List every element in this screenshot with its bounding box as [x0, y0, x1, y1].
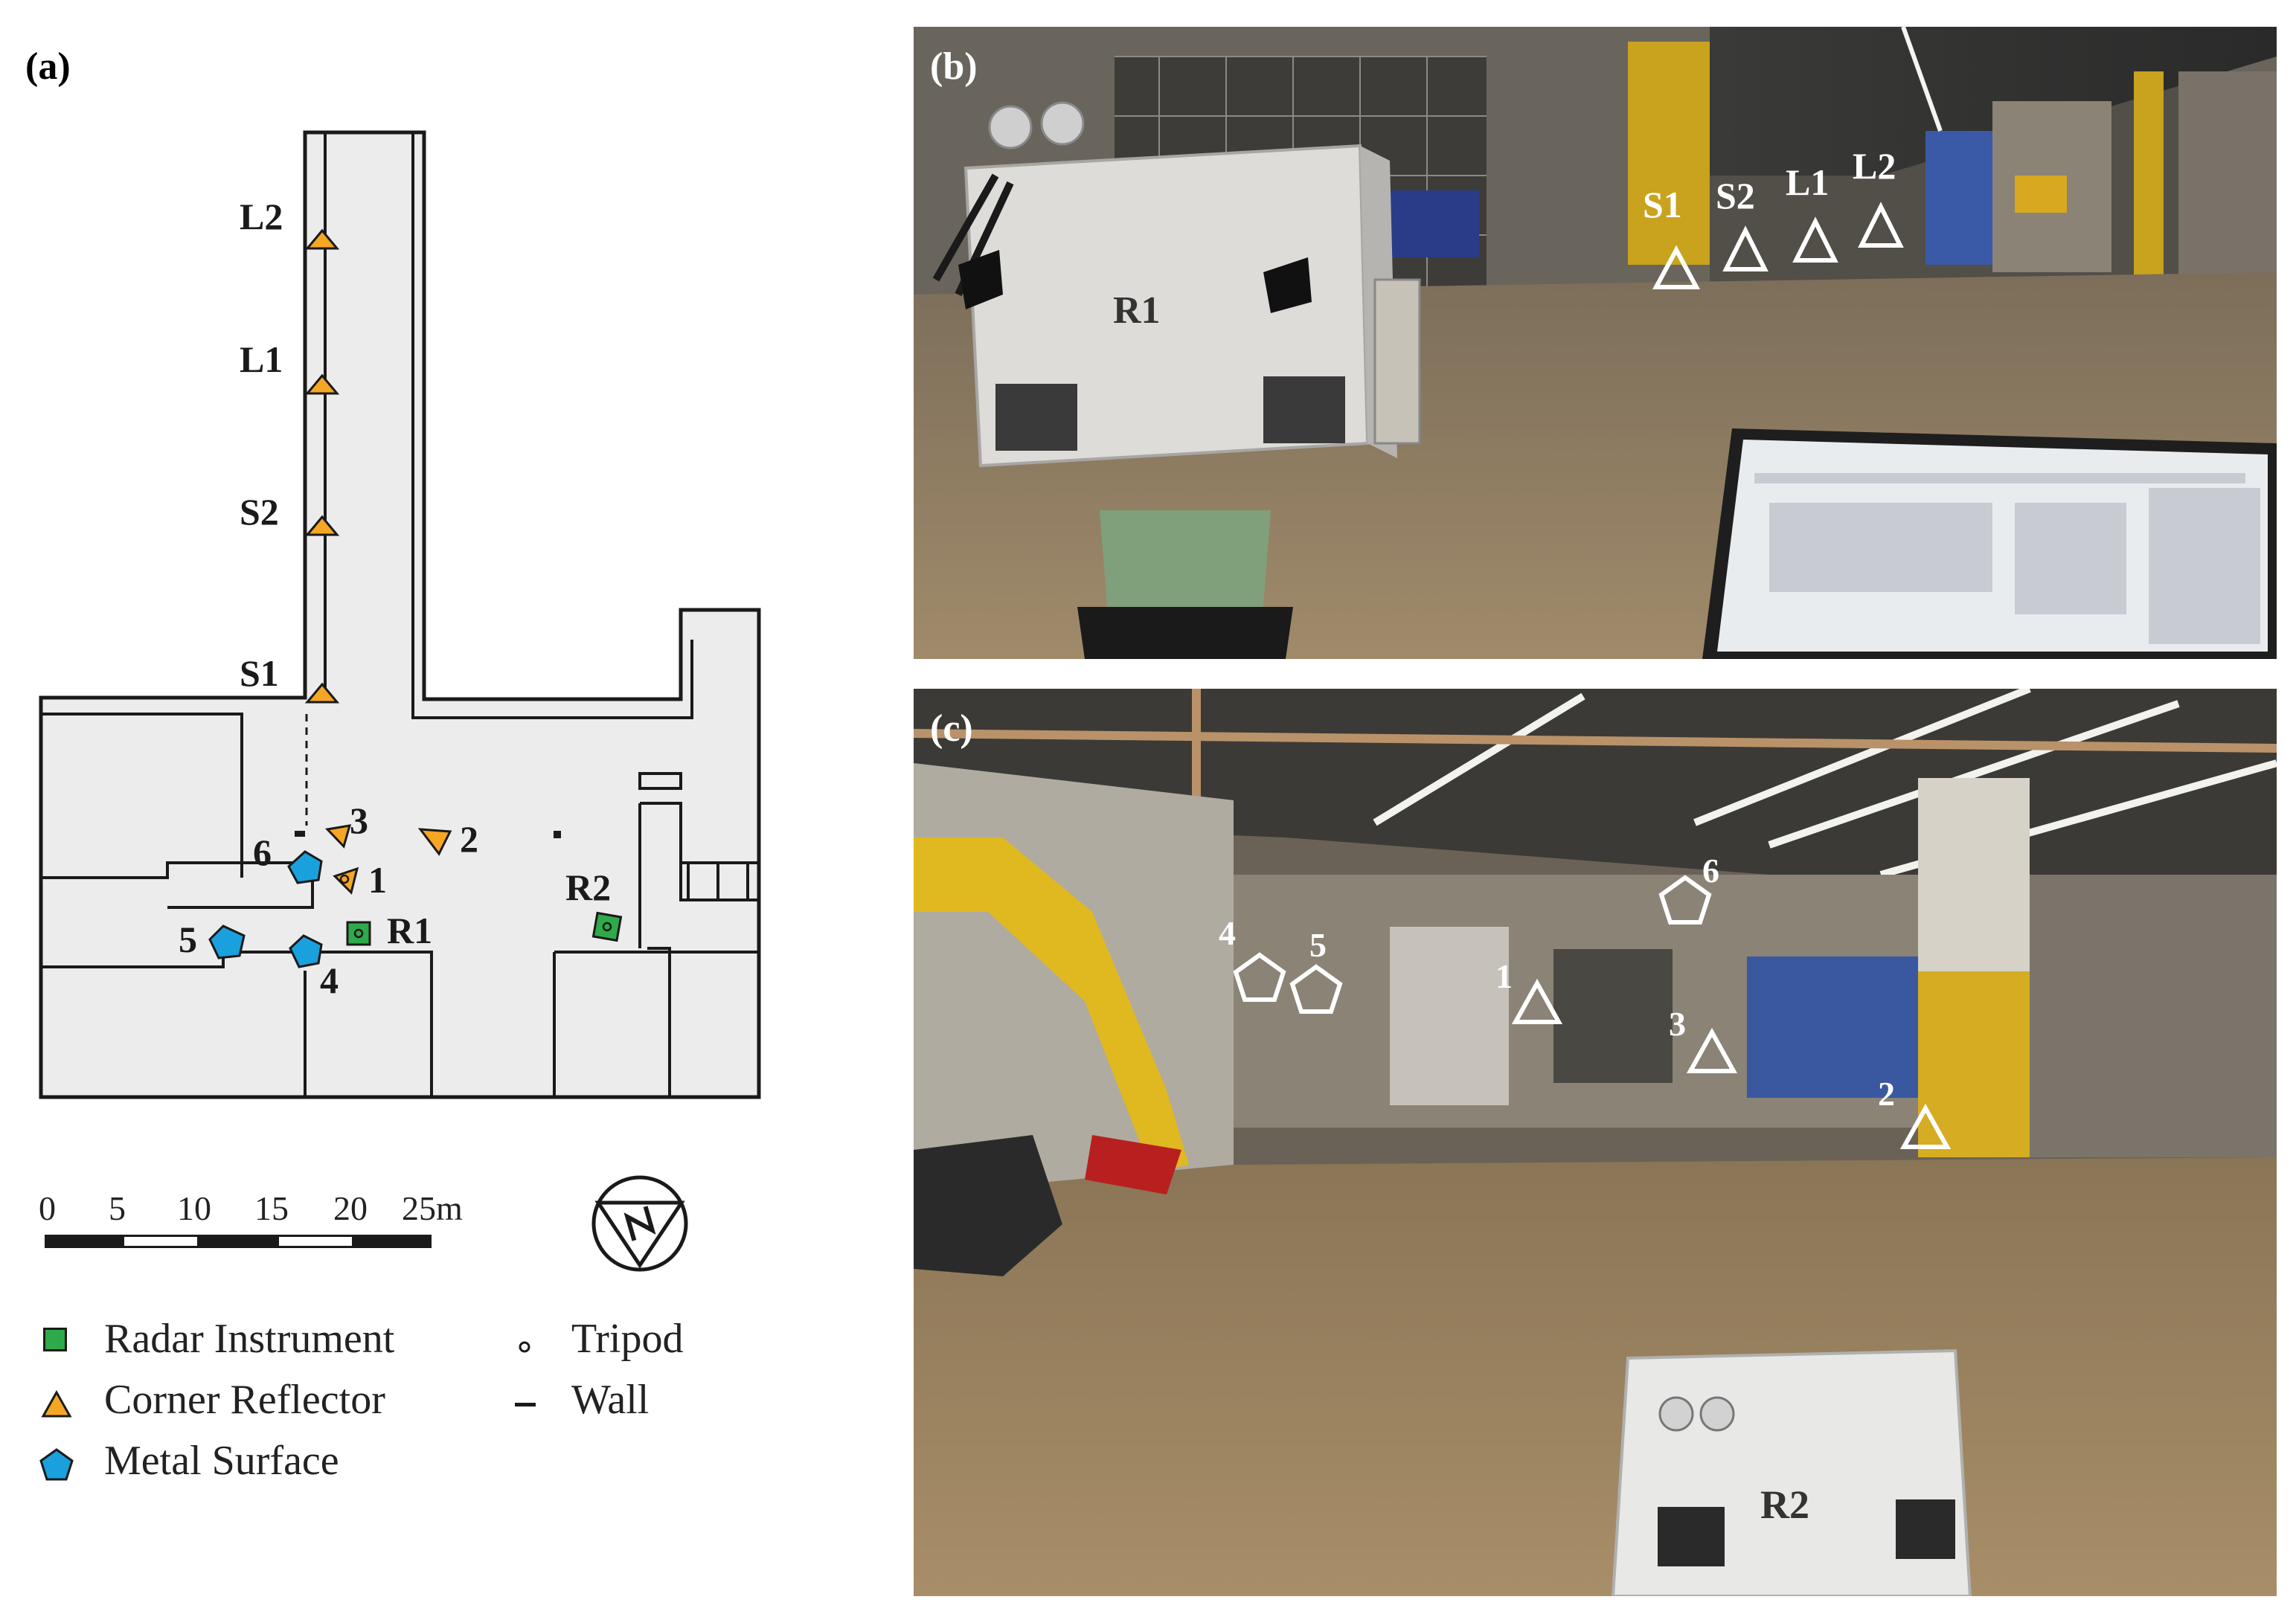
legend-metal-label: Metal Surface [104, 1438, 339, 1484]
tripod-icon [339, 874, 350, 884]
label-L2: L2 [240, 196, 283, 237]
label-R2: R2 [565, 867, 611, 908]
label-L1: L1 [240, 338, 283, 380]
floor-area [39, 130, 761, 1099]
photo-b-radar-label: R1 [1113, 289, 1161, 332]
photo-b-target-S2: S2 [1716, 175, 1755, 216]
label-S1: S1 [240, 652, 279, 694]
label-R1: R1 [387, 910, 432, 951]
metal-icon [208, 850, 323, 968]
wall-marker [554, 831, 561, 838]
label-2: 2 [460, 818, 478, 860]
label-3: 3 [350, 800, 368, 841]
photo-b: R1 S1 S2 L1 L2 [914, 27, 2277, 659]
photo-c-triangle-1: 1 [1495, 957, 1513, 995]
legend-radar-label: Radar Instrument [104, 1316, 395, 1362]
scale-tick: 5 [109, 1189, 126, 1227]
photo-c-pentagon-4: 4 [1219, 914, 1236, 952]
scale-tick: 10 [177, 1189, 211, 1227]
legend-tripod-label: Tripod [571, 1316, 684, 1362]
label-S2: S2 [240, 491, 279, 533]
wall-marker [295, 831, 305, 837]
reflector-icon [304, 228, 452, 895]
label-4: 4 [320, 959, 339, 1001]
scale-tick: 20 [333, 1189, 368, 1227]
legend-reflector-label: Corner Reflector [104, 1377, 385, 1423]
legend-radar-icon [43, 1328, 67, 1351]
photo-c-triangle-3: 3 [1669, 1005, 1686, 1043]
north-arrow-icon [591, 1175, 688, 1272]
radar-icon [346, 921, 371, 946]
label-1: 1 [368, 859, 387, 901]
photo-c: R2 1 3 2 4 5 6 [914, 689, 2277, 1596]
label-6: 6 [253, 832, 272, 873]
floor-plan: L2 L1 S2 S1 3 2 1 6 5 4 R1 R2 [39, 130, 761, 1099]
panel-label-b: (b) [930, 45, 978, 88]
scale-tick: 0 [39, 1189, 56, 1227]
legend-wall-label: Wall [571, 1377, 650, 1423]
walls [41, 132, 759, 1097]
legend-tripod-icon [519, 1341, 530, 1353]
label-5: 5 [179, 919, 197, 960]
panel-label-a: (a) [25, 45, 71, 88]
photo-b-target-S1: S1 [1643, 184, 1682, 225]
photo-b-target-L2: L2 [1853, 145, 1896, 187]
photo-c-pentagon-5: 5 [1309, 926, 1327, 964]
photo-c-pentagon-6: 6 [1702, 852, 1719, 890]
scale-bar [45, 1235, 432, 1251]
scale-tick: 25m [402, 1189, 463, 1227]
legend-metal-icon [39, 1448, 74, 1481]
photo-c-triangle-2: 2 [1878, 1075, 1895, 1113]
radar-icon [591, 911, 623, 942]
photo-c-radar-label: R2 [1760, 1482, 1809, 1527]
legend-reflector-icon [41, 1389, 72, 1418]
legend-wall-icon [515, 1403, 536, 1406]
scale-tick: 15 [254, 1189, 289, 1227]
panel-label-c: (c) [930, 707, 973, 750]
photo-b-target-L1: L1 [1786, 161, 1830, 203]
